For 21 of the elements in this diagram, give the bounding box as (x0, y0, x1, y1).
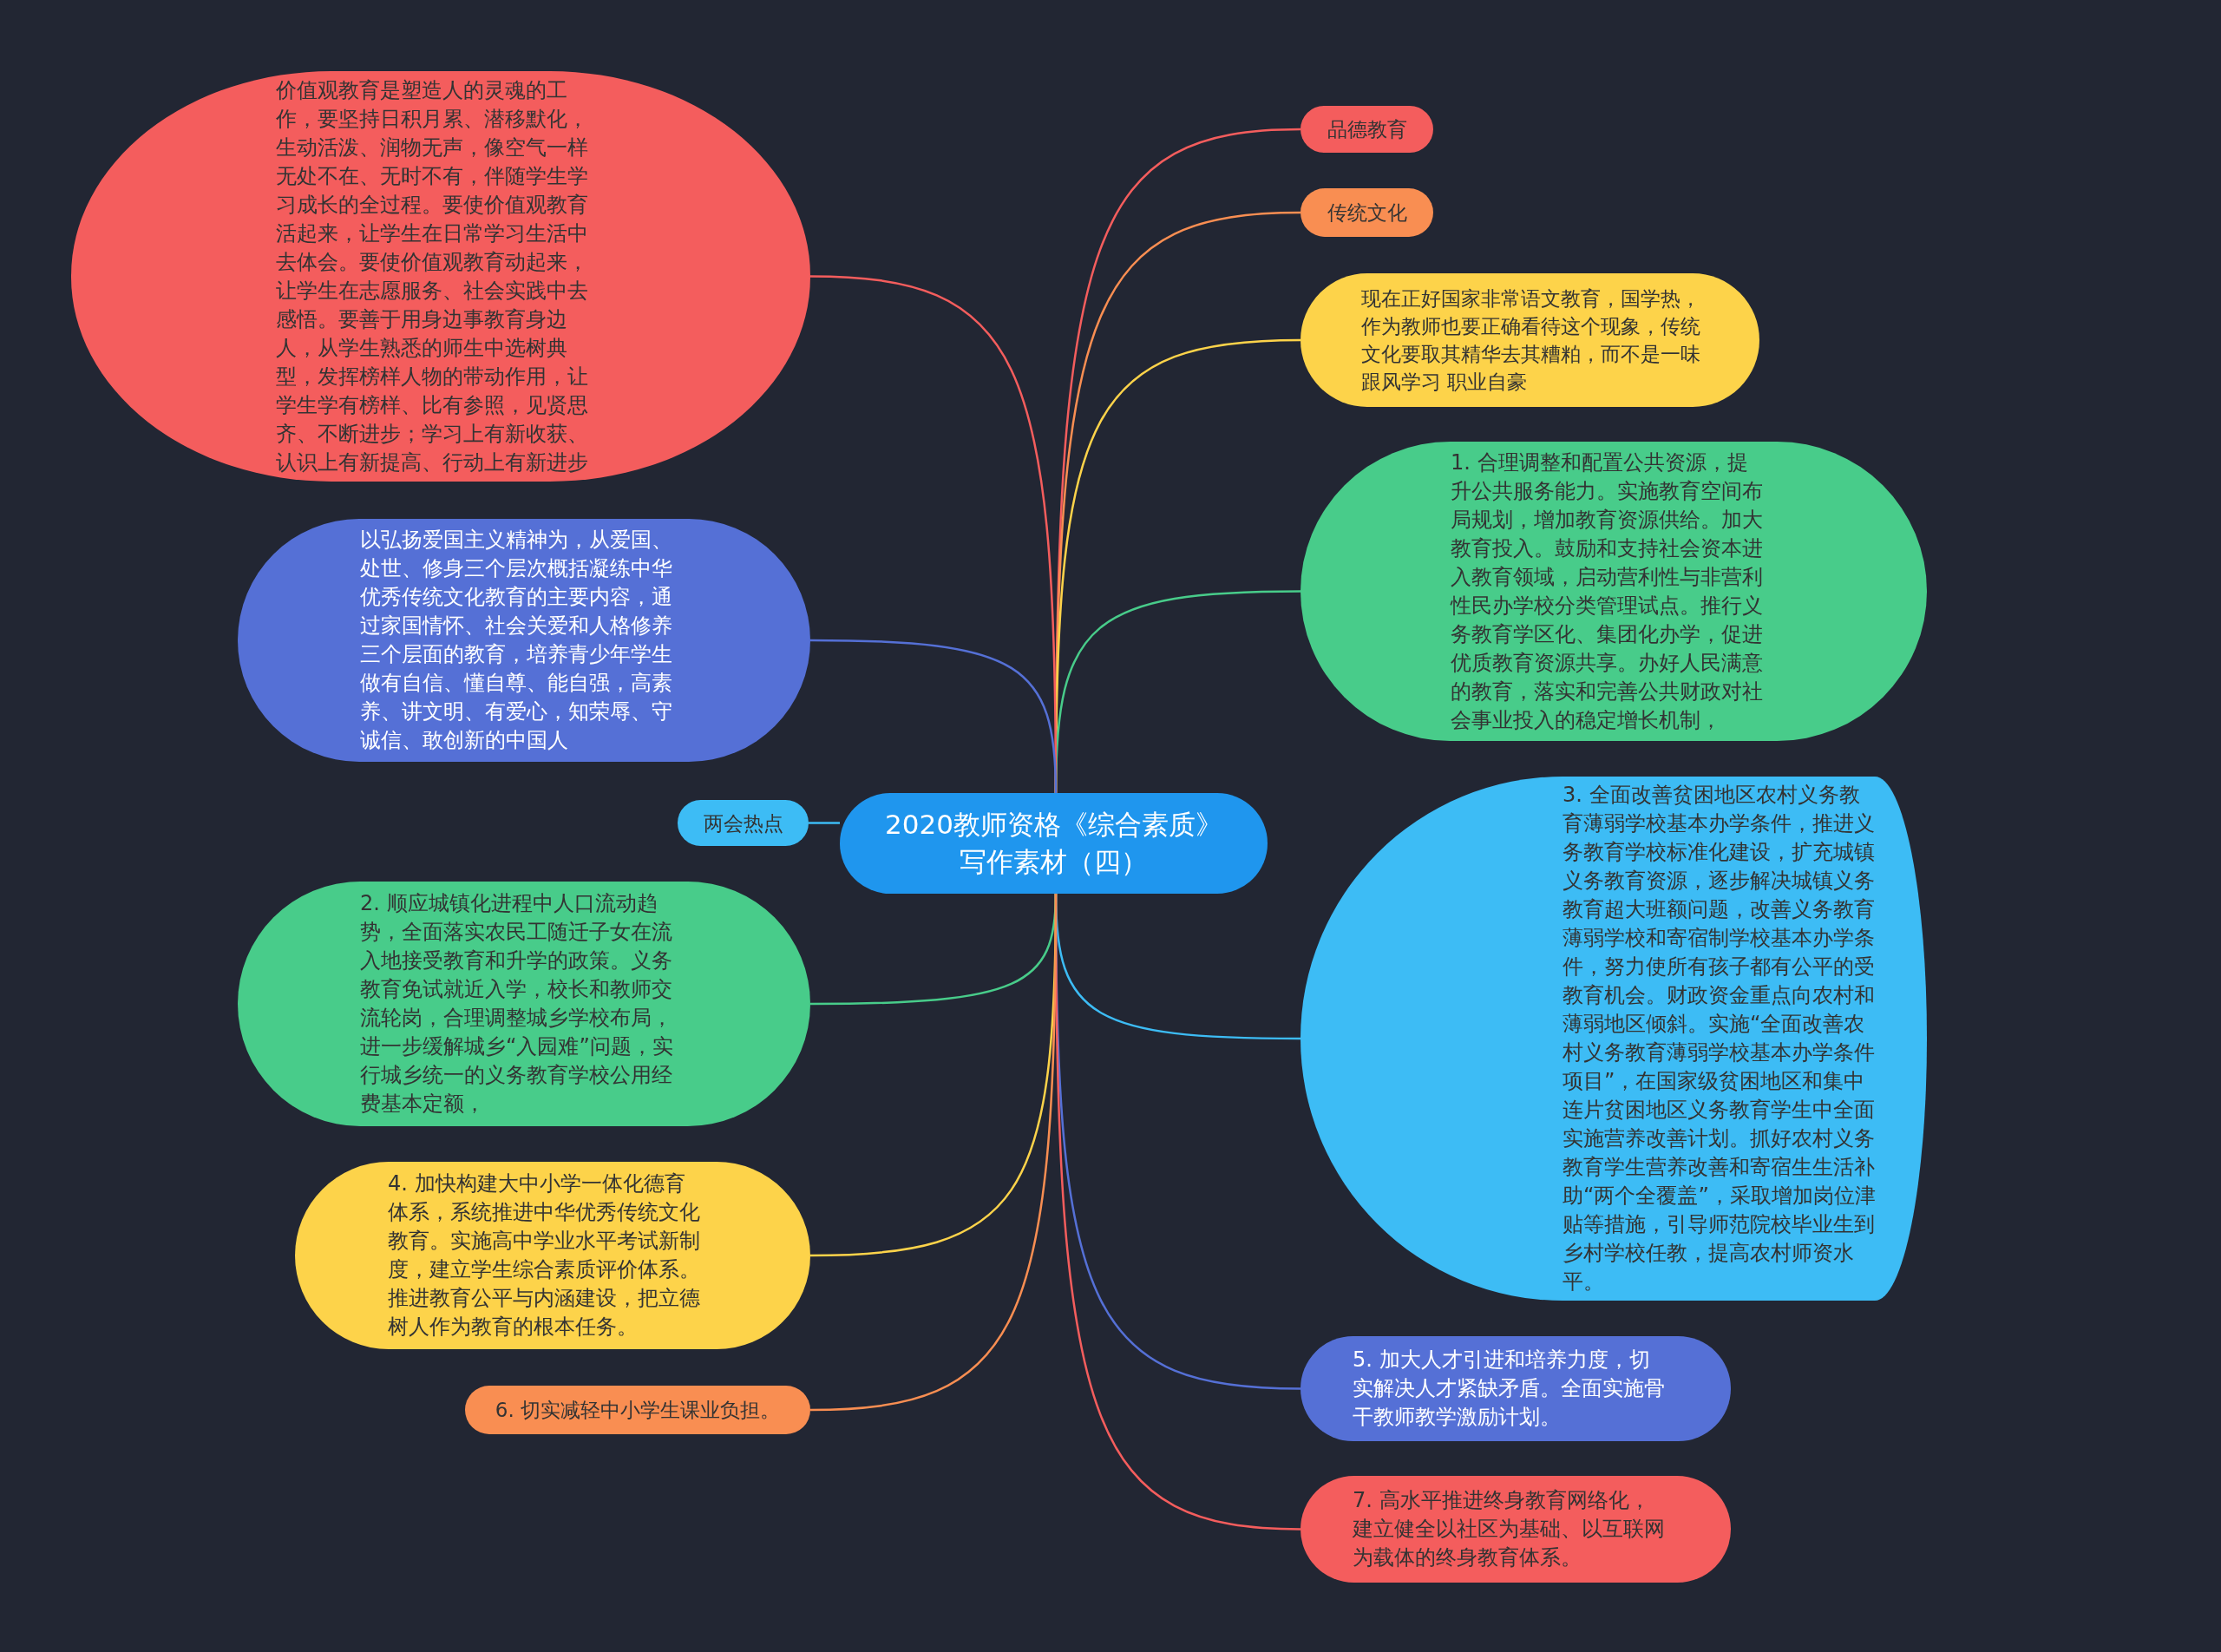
branch-text: 7. 高水平推进终身教育网络化，建立健全以社区为基础、以互联网为载体的终身教育体系。 (1353, 1487, 1666, 1571)
branch-text: 2. 顺应城镇化进程中人口流动趋势，全面落实农民工随迁子女在流入地接受教育和升学的政策。义务教育免试就近入学，校长和教师交流轮岗，合理调整城乡学校布局，进一步缓解城乡“入园难”问题，实行城乡统一的义务教育学校公用经费基本定额， (360, 890, 674, 1118)
topic-title: 2020教师资格《综合素质》写作素材（四） (884, 808, 1223, 879)
branch-text: 3. 全面改善贫困地区农村义务教育薄弱学校基本办学条件，推进义务教育学校标准化建设，扩充城镇义务教育资源，逐步解决城镇义务教育超大班额问题，改善义务教育薄弱学校和寄宿制学校基本办学条件，努力使所有孩子都有公平的受教育机会。财政资金重点向农村和薄弱地区倾斜。实施“全面改善农村义务教育薄弱学校基本办学条件项目”，在国家级贫困地区和集中连片贫困地区义务教育学生中全面实施营养改善计划。抓好农村义务教育学生营养改善和寄宿生生活补助“两个全覆盖”，采取增加岗位津贴等措施，引导师范院校毕业生到乡村学校任教，提高农村师资水平。 (1563, 782, 1877, 1295)
branch-pill (1300, 188, 1433, 237)
branch-text: 6. 切实减轻中小学生课业负担。 (494, 1398, 782, 1423)
branch-text: 现在正好国家非常语文教育，国学热，作为教师也要正确看待这个现象，传统文化要取其精华去其糟粕，而不是一味跟风学习 职业自豪 (1361, 286, 1701, 395)
branch-connector (809, 822, 840, 824)
branch-text: 5. 加大人才引进和培养力度，切实解决人才紧缺矛盾。全面实施骨干教师教学激励计划。 (1353, 1347, 1666, 1431)
branch-text: 两会热点 (702, 810, 784, 836)
branch-connector (810, 639, 1058, 794)
branch-pill (1300, 106, 1433, 153)
branch-text: 品德教育 (1326, 117, 1408, 142)
branch-text: 1. 合理调整和配置公共资源，提升公共服务能力。实施教育空间布局规划，增加教育资源供给。加大教育投入。鼓励和支持社会资本进入教育领域，启动营利性与非营利性民办学校分类管理试点。推行义务教育学区化、集团化办学，促进优质教育资源共享。办好人民满意的教育，落实和完善公共财政对社会事业投入的稳定增长机制， (1451, 449, 1764, 734)
branch-text: 以弘扬爱国主义精神为，从爱国、处世、修身三个层次概括凝练中华优秀传统文化教育的主要内容，通过家国情怀、社会关爱和人格修养三个层面的教育，培养青少年学生做有自信、懂自尊、能自强，高素养、讲文明、有爱心，知荣辱、守诚信、敢创新的中国人 (360, 527, 673, 754)
branch-pill (465, 1386, 810, 1434)
branch-text: 传统文化 (1326, 200, 1408, 226)
branch-pill (678, 800, 809, 846)
branch-connector (809, 894, 1058, 1412)
branch-text: 价值观教育是塑造人的灵魂的工作，要坚持日积月累、潜移默化，生动活泼、润物无声，像空气一样无处不在、无时不有，伴随学生学习成长的全过程。要使价值观教育活起来，让学生在日常学习生活中去体会。要使价值观教育动起来，让学生在志愿服务、社会实践中去感悟。要善于用身边事教育身边人，从学生熟悉的师生中选树典型，发挥榜样人物的带动作用，让学生学有榜样、比有参照，见贤思齐、不断进步；学习上有新收获、认识上有新提高、行动上有新进步 (276, 76, 589, 476)
branch-text: 4. 加快构建大中小学一体化德育体系，系统推进中华优秀传统文化教育。实施高中学业水平考试新制度，建立学生综合素质评价体系。推进教育公平与内涵建设，把立德树人作为教育的根本任务。 (388, 1170, 701, 1341)
